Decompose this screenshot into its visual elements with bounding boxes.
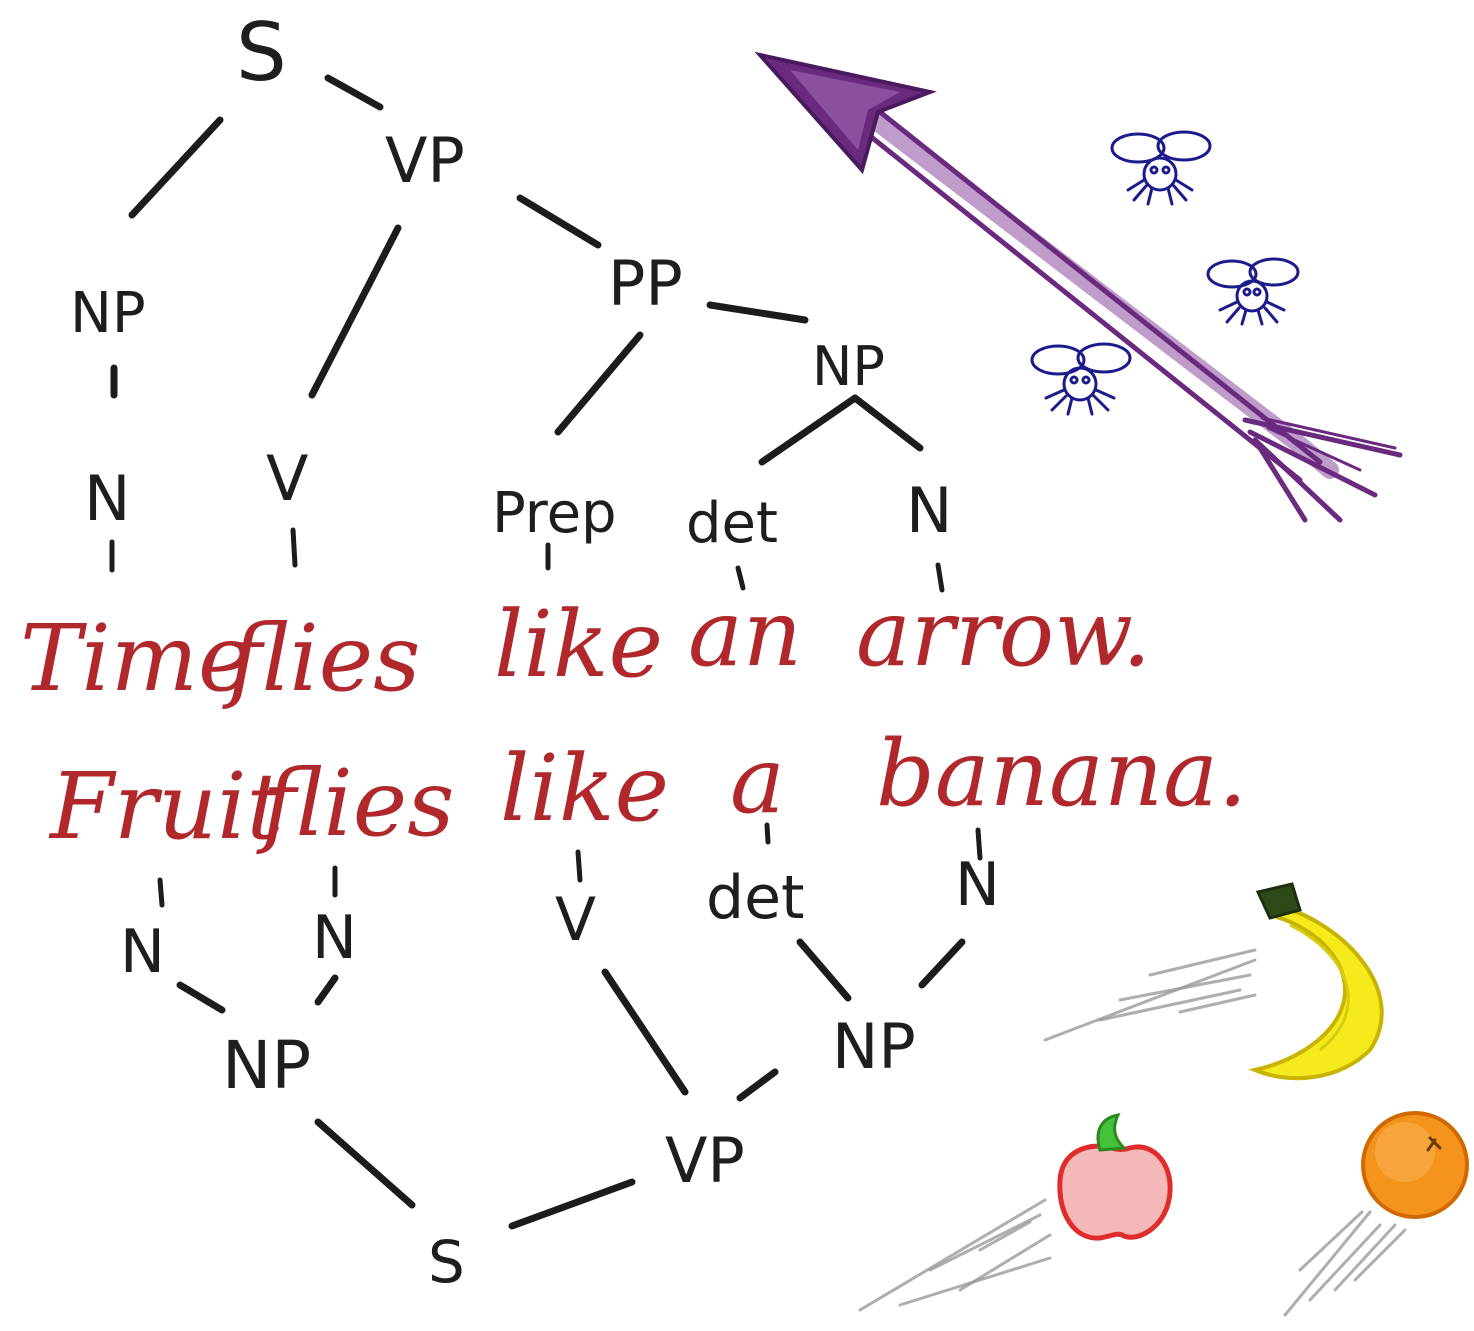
edge-v-vp	[601, 968, 689, 1096]
edge-np-det	[758, 394, 859, 466]
word-arrow: arrow.	[856, 580, 1151, 687]
edge-np-s	[314, 1118, 416, 1209]
tick-flies	[290, 527, 298, 568]
orange-icon	[1283, 1111, 1469, 1317]
edge-s-np	[128, 116, 224, 219]
top-tree-edges	[109, 74, 945, 593]
word-like-2: like	[500, 735, 669, 842]
top-v-label: V	[266, 442, 308, 515]
edge-np-n	[851, 394, 924, 452]
edge-n-np	[918, 938, 966, 989]
top-np-object-label: NP	[812, 335, 885, 398]
top-vp-label: VP	[385, 124, 465, 197]
bottom-np-subject-label: NP	[222, 1027, 311, 1104]
bottom-s-label: S	[428, 1228, 465, 1296]
bottom-n-flies-label: N	[312, 903, 357, 973]
edge-pp-prep	[554, 331, 644, 436]
edge-n-np-left	[176, 981, 226, 1014]
fly-icon	[1110, 130, 1212, 206]
top-det-label: det	[686, 491, 778, 556]
edge-vp-pp	[516, 194, 602, 249]
word-banana: banana.	[876, 720, 1247, 827]
bottom-det-label: det	[706, 863, 805, 933]
word-like-1: like	[494, 591, 663, 698]
word-flies-2: flies	[256, 750, 454, 857]
sentence-fruit-flies: Fruit flies like a banana.	[48, 720, 1247, 860]
top-prep-label: Prep	[492, 481, 617, 546]
tick-fruit	[157, 877, 165, 908]
bottom-n-banana-label: N	[955, 850, 1000, 920]
edge-s-vp	[324, 74, 384, 111]
bottom-tree-labels: N N V det N NP NP VP S	[120, 850, 1000, 1296]
top-s-label: S	[236, 6, 287, 99]
edge-det-np	[796, 938, 852, 1002]
bottom-tree-edges	[157, 822, 983, 1230]
word-a: a	[730, 727, 785, 834]
edge-np-vp	[736, 1068, 779, 1102]
edge-vp-s	[508, 1178, 636, 1230]
apple-icon	[858, 1112, 1173, 1312]
word-an: an	[688, 580, 802, 687]
fly-icon	[1206, 257, 1300, 326]
arrow-icon	[754, 51, 1403, 523]
edge-pp-np	[706, 301, 809, 324]
top-pp-label: PP	[608, 247, 683, 320]
top-np-subject-label: NP	[70, 281, 146, 346]
top-tree-labels: S VP PP NP NP N V Prep det N	[70, 6, 952, 556]
banana-icon	[1043, 882, 1384, 1081]
tick-arrow	[935, 562, 945, 593]
bottom-v-label: V	[555, 885, 596, 955]
word-flies-1: flies	[222, 605, 420, 712]
top-n-arrow-label: N	[906, 474, 952, 547]
tick-banana	[975, 827, 983, 861]
top-n-time-label: N	[84, 462, 130, 535]
fly-icon	[1030, 342, 1132, 416]
edge-n-np-right	[314, 974, 339, 1006]
bottom-n-fruit-label: N	[120, 917, 165, 987]
tick-like-2	[575, 849, 583, 883]
bottom-np-object-label: NP	[832, 1010, 916, 1083]
tick-an	[735, 565, 746, 591]
sentence-time-flies: Time flies like an arrow.	[20, 580, 1151, 712]
word-time: Time	[20, 605, 252, 712]
bottom-vp-label: VP	[665, 1124, 745, 1197]
tick-a	[764, 822, 771, 845]
word-fruit: Fruit	[48, 753, 284, 860]
edge-vp-v	[308, 224, 402, 399]
